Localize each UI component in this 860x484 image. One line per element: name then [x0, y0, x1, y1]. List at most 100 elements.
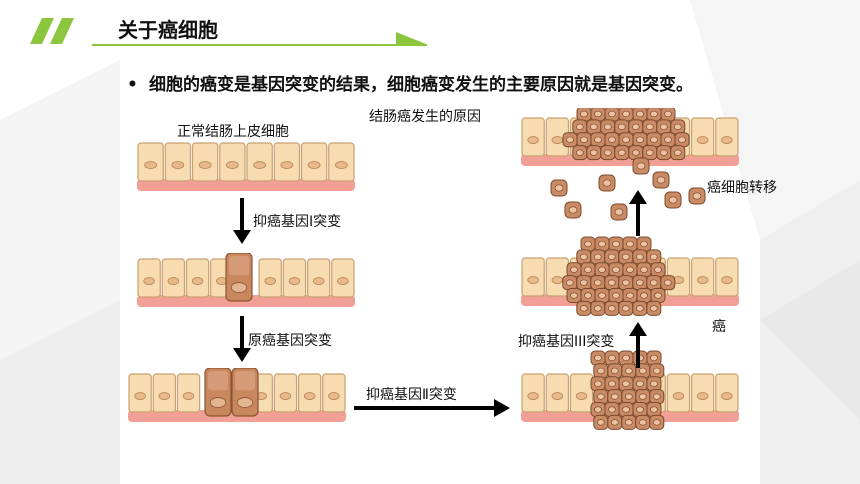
cancer-cell	[604, 300, 620, 316]
cancer-cell	[660, 275, 676, 291]
cancer-cell	[593, 389, 609, 405]
epithelial-cell	[545, 117, 570, 157]
cancer-cell	[635, 389, 651, 405]
cancer-cell	[618, 300, 634, 316]
cancer-cell	[594, 262, 610, 278]
page-title: 关于癌细胞	[118, 18, 218, 42]
cancer-cell	[656, 145, 672, 161]
epithelial-cell	[521, 373, 545, 413]
epithelial-cell	[690, 373, 715, 413]
cancer-cell	[600, 119, 616, 135]
arrow-right-icon	[354, 399, 510, 417]
cancer-cell	[586, 119, 602, 135]
epithelial-cell	[191, 142, 219, 182]
epithelial-cell	[152, 373, 177, 413]
cancer-cell	[646, 249, 662, 265]
cancer-cell	[622, 236, 638, 252]
epithelial-cell	[300, 142, 328, 182]
cancer-cell	[674, 132, 690, 148]
cancer-cell	[607, 414, 623, 430]
cancer-cell	[664, 191, 682, 209]
epithelial-cell	[328, 142, 355, 182]
tissue-step3	[521, 350, 739, 430]
cancer-cell	[576, 275, 592, 291]
arrow-down-icon	[233, 198, 251, 244]
epithelial-cell	[273, 142, 301, 182]
arrow-up-icon	[629, 322, 647, 368]
cancer-cell	[566, 288, 582, 304]
tissue-step2	[128, 368, 346, 422]
cancer-cell	[636, 236, 652, 252]
cancer-cell	[660, 132, 676, 148]
cancer-cell	[590, 132, 606, 148]
title-line-arrow-icon	[396, 32, 426, 44]
cancer-cell	[646, 402, 662, 418]
tissue-cancer	[521, 236, 739, 316]
tissue-normal	[137, 142, 355, 191]
cancer-cell	[642, 145, 658, 161]
cancer-cell	[649, 414, 665, 430]
mutated-cell	[225, 253, 253, 302]
cancer-cell	[618, 402, 634, 418]
epithelial-cell	[258, 258, 282, 298]
cancer-cell	[635, 414, 651, 430]
cancer-cell	[646, 132, 662, 148]
cancer-cell	[646, 275, 662, 291]
epithelial-cell	[715, 373, 739, 413]
cancer-cell	[598, 174, 616, 192]
label-normal-cells: 正常结肠上皮细胞	[177, 124, 289, 140]
cancer-cell	[646, 300, 662, 316]
epithelial-cell	[161, 258, 186, 298]
epithelial-cell	[715, 257, 739, 297]
epithelial-cell	[282, 258, 307, 298]
cancer-cell	[604, 350, 620, 366]
cancer-cell	[562, 132, 578, 148]
cancer-cell	[650, 288, 666, 304]
epithelial-cell	[246, 142, 273, 182]
epithelial-cell	[545, 373, 570, 413]
cancer-cell	[590, 350, 606, 366]
epithelial-cell	[690, 257, 715, 297]
cancer-cell	[604, 249, 620, 265]
cancer-cell	[652, 171, 670, 189]
cancer-cell	[632, 300, 648, 316]
cancer-cell	[608, 262, 624, 278]
cancer-cell	[572, 119, 588, 135]
cancer-cell	[628, 145, 644, 161]
cancer-cell	[650, 262, 666, 278]
cancer-cell	[646, 108, 662, 122]
cancer-cell	[656, 119, 672, 135]
epithelial-cell	[306, 258, 331, 298]
cancer-cell	[632, 402, 648, 418]
cancer-cell	[590, 376, 606, 392]
epithelial-cell	[521, 257, 545, 297]
cancer-cell	[628, 119, 644, 135]
cancer-cell	[576, 249, 592, 265]
cancer-cell	[622, 262, 638, 278]
cancer-cell	[621, 414, 637, 430]
cancer-cell	[580, 236, 596, 252]
cancer-cell	[608, 288, 624, 304]
cancer-cell	[622, 288, 638, 304]
epithelial-cell	[273, 373, 298, 413]
cancer-cell	[646, 350, 662, 366]
cancer-cell	[660, 108, 676, 122]
cancer-cell	[593, 414, 609, 430]
cancer-cell	[590, 108, 606, 122]
epithelial-cell	[715, 117, 739, 157]
cancer-cell	[580, 262, 596, 278]
cancer-cell	[632, 249, 648, 265]
cancer-cell	[604, 402, 620, 418]
cancer-cell	[590, 249, 606, 265]
cancer-cell	[590, 275, 606, 291]
epithelial-cell	[185, 258, 210, 298]
epithelial-cell	[164, 142, 192, 182]
bullet-text: •细胞的癌变是基因突变的结果，细胞癌变发生的主要原因就是基因突变。	[127, 75, 693, 95]
epithelial-cell	[322, 373, 346, 413]
cancer-cell	[586, 145, 602, 161]
cancer-cell	[642, 119, 658, 135]
label-step3: 抑癌基因Ⅱ突变	[366, 387, 457, 403]
epithelial-cell	[521, 117, 545, 157]
label-step2: 原癌基因突变	[248, 333, 332, 349]
